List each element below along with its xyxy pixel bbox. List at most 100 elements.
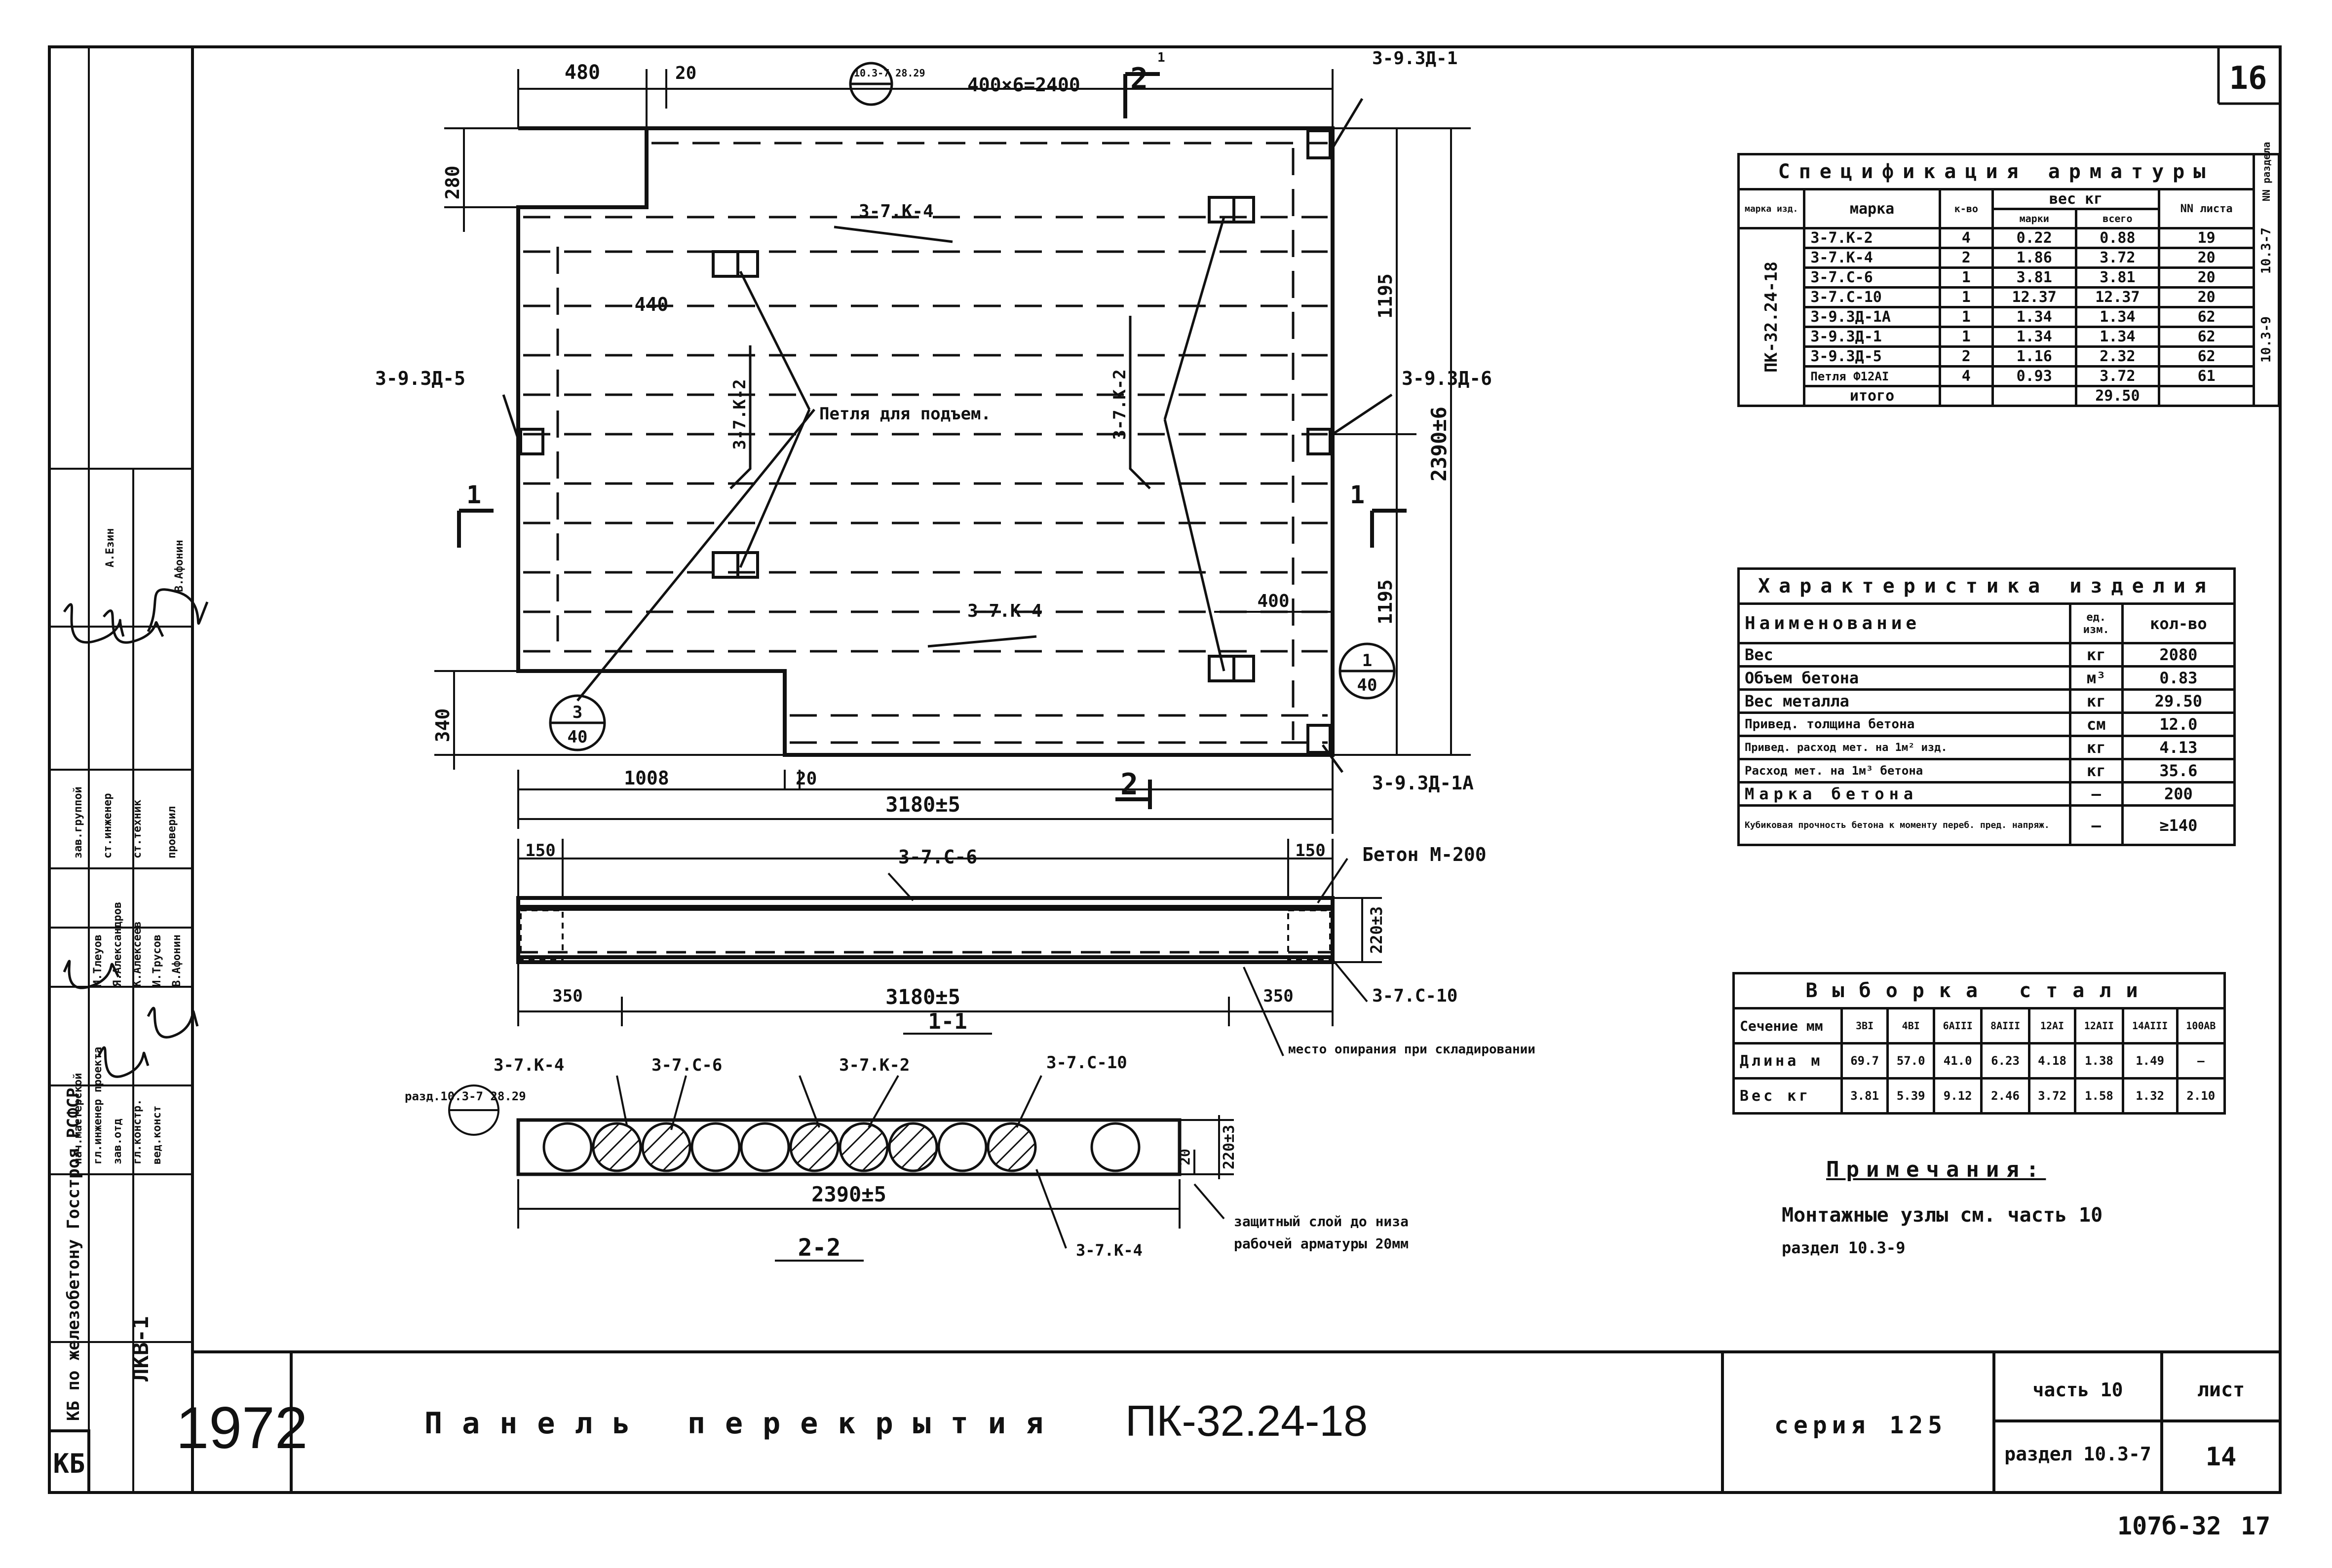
svg-text:3180±5: 3180±5 (885, 985, 960, 1009)
list-label: лист (2197, 1379, 2245, 1401)
list-number: 14 (2206, 1442, 2237, 1472)
plan-callouts: 3-9.3Д-1 3-9.3Д-5 3-9.3Д-6 3-9.3Д-1А 3-7… (375, 48, 1492, 802)
mark: ПК-32.24-18 (1125, 1396, 1368, 1445)
svg-text:2-2: 2-2 (798, 1234, 841, 1262)
spec-col-mark-izd: марка изд. (1737, 188, 1806, 229)
svg-text:М.Тлеуов: М.Тлеуов (92, 934, 104, 987)
spec-total-value: 29.50 (2074, 385, 2161, 407)
table-row: Марка бетона—200 (1737, 781, 2236, 807)
svg-text:150: 150 (1295, 841, 1325, 860)
stamp-org: КБ по железобетону Госстроя РСФСР (64, 1087, 83, 1421)
svg-text:защитный слой до низа: защитный слой до низа (1234, 1213, 1409, 1230)
svg-text:К.Алексеев: К.Алексеев (131, 922, 144, 987)
svg-text:гл.инженер проекта: гл.инженер проекта (92, 1047, 104, 1164)
svg-text:3-7.С-6: 3-7.С-6 (651, 1055, 722, 1075)
svg-text:350: 350 (552, 986, 582, 1006)
svg-text:40: 40 (568, 727, 588, 747)
svg-text:480: 480 (565, 61, 600, 84)
svg-text:20: 20 (796, 769, 817, 789)
spec-product: ПК-32.24-18 (1761, 261, 1782, 373)
series: серия 125 (1774, 1412, 1947, 1439)
svg-text:20: 20 (675, 63, 696, 83)
svg-text:10.3-7 28.29: 10.3-7 28.29 (854, 67, 925, 79)
svg-text:рабочей арматуры 20мм: рабочей арматуры 20мм (1234, 1235, 1409, 1252)
svg-text:Петля для подъем.: Петля для подъем. (819, 404, 991, 424)
svg-text:440: 440 (635, 294, 669, 315)
stamp-code: ЛКВ-1 (128, 1316, 153, 1381)
year: 1972 (176, 1395, 308, 1461)
svg-text:3-7.С-10: 3-7.С-10 (1046, 1053, 1127, 1073)
svg-text:3-7.К-4: 3-7.К-4 (494, 1055, 564, 1075)
svg-text:20: 20 (1177, 1149, 1193, 1165)
svg-text:400: 400 (1257, 591, 1289, 611)
characteristics-table: Характеристика изделия Наименование ед. … (1737, 567, 2236, 846)
svg-text:разд.10.3-7 28.29: разд.10.3-7 28.29 (405, 1089, 526, 1103)
spec-total-label: итого (1803, 385, 1941, 407)
stamp-roles: нач.мастерской гл.инженер проекта зав.от… (72, 786, 178, 1164)
svg-text:1-1: 1-1 (928, 1009, 967, 1034)
svg-text:зав.группой: зав.группой (72, 786, 84, 859)
svg-text:1195: 1195 (1375, 273, 1396, 319)
sheet-number: 16 (2229, 60, 2267, 97)
svg-text:1: 1 (466, 481, 481, 509)
section-1-1 (516, 839, 1382, 1056)
svg-text:1008: 1008 (624, 767, 669, 789)
section-2-2 (448, 1075, 1234, 1262)
svg-text:220±3: 220±3 (1367, 906, 1386, 954)
stamp-signatures (63, 588, 209, 1078)
svg-text:3-7.К-4: 3-7.К-4 (859, 201, 934, 222)
spec-col-qty: к-во (1938, 188, 1994, 229)
svg-text:3-7.С-6: 3-7.С-6 (898, 846, 977, 868)
svg-text:2: 2 (1120, 767, 1138, 802)
char-col-unit: ед. изм. (2068, 602, 2124, 644)
spec-col-mark: марка (1803, 188, 1941, 229)
svg-text:3-9.3Д-1А: 3-9.3Д-1А (1372, 772, 1474, 794)
svg-text:340: 340 (432, 709, 454, 743)
svg-text:ст.техник: ст.техник (131, 800, 144, 859)
svg-text:3-7.С-10: 3-7.С-10 (1372, 986, 1457, 1006)
svg-text:3-7.К-2: 3-7.К-2 (839, 1055, 910, 1075)
svg-text:2390±6: 2390±6 (1427, 407, 1451, 482)
section-1-1-labels: 150 150 220±3 3180±5 350 350 3-7.С-6 Бет… (525, 841, 1535, 1057)
spec-title: Спецификация арматуры (1737, 153, 2255, 190)
svg-text:40: 40 (1357, 675, 1377, 695)
svg-text:нач.мастерской: нач.мастерской (72, 1073, 84, 1164)
svg-text:проверил: проверил (166, 806, 178, 859)
svg-text:350: 350 (1263, 986, 1293, 1006)
vyb-title: Выборка стали (1732, 972, 2226, 1009)
svg-text:3-9.3Д-1: 3-9.3Д-1 (1372, 48, 1457, 69)
svg-text:3: 3 (573, 703, 582, 722)
char-col-value: кол-во (2121, 602, 2236, 644)
svg-text:В.Афонин: В.Афонин (171, 934, 183, 987)
kb-logo-letters: КБ (53, 1448, 85, 1479)
svg-text:1: 1 (1362, 651, 1372, 671)
char-col-name: Наименование (1737, 602, 2071, 644)
section: раздел 10.3-7 (2004, 1443, 2151, 1465)
spec-table: Спецификация арматуры NN раздела 10.3-7 … (1737, 142, 2280, 407)
svg-text:А.Езин: А.Езин (104, 528, 116, 567)
svg-text:1: 1 (1350, 481, 1365, 509)
spec-section-a: 10.3-7 (2259, 227, 2274, 274)
stamp-names: А.Езин В.Афонин М.Тлеуов Я.Александров К… (92, 528, 186, 987)
svg-text:зав.отд: зав.отд (112, 1119, 124, 1164)
svg-text:3-7.К-2: 3-7.К-2 (1110, 369, 1130, 440)
svg-text:3-7.К-4: 3-7.К-4 (967, 601, 1042, 621)
svg-text:1: 1 (1157, 50, 1165, 65)
spec-col-sheet: NN листа (2158, 188, 2255, 229)
page-code: 107б-32 (2117, 1512, 2221, 1540)
spec-col-weight: вес кг (1991, 188, 2161, 210)
table-row: итого 29.50 (1739, 385, 2279, 407)
svg-text:220±3: 220±3 (1221, 1125, 1238, 1169)
svg-text:И.Трусов: И.Трусов (151, 934, 163, 987)
